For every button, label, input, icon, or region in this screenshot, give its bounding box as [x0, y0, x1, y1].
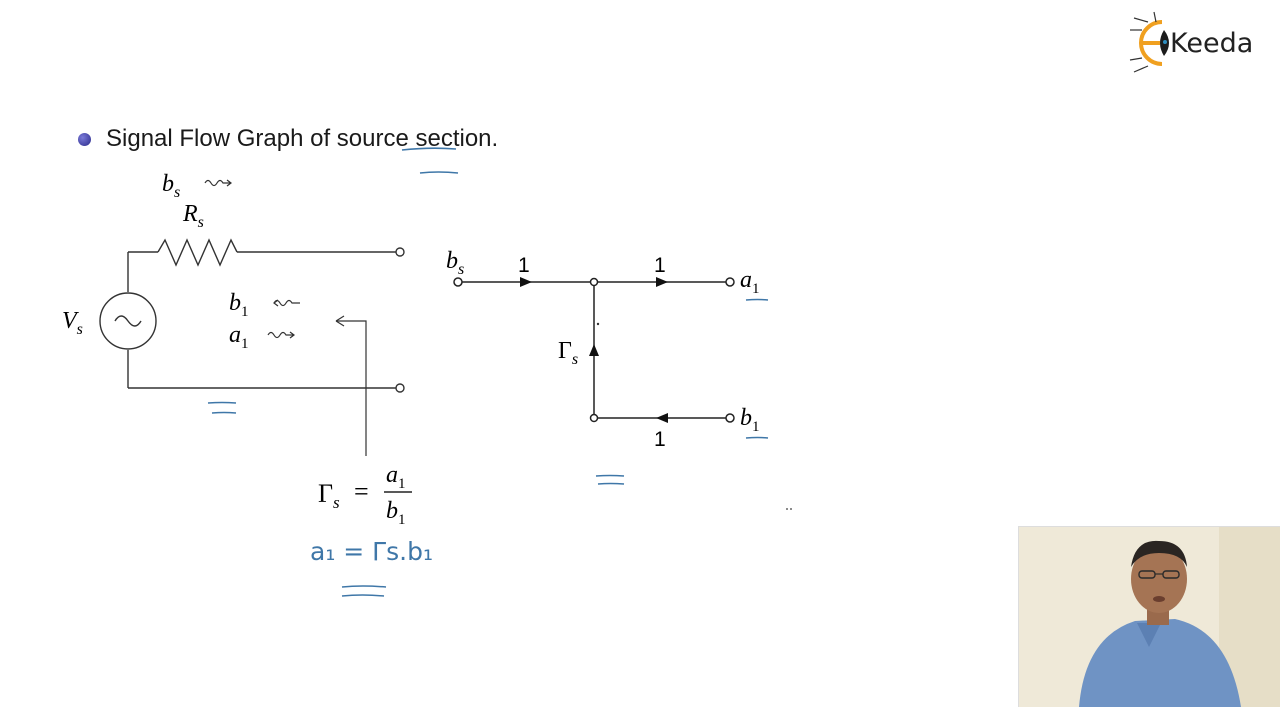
fraction-numerator: a1 — [386, 462, 406, 492]
node-a1 — [726, 278, 734, 286]
resistor-rs — [158, 240, 237, 265]
b1-label: b1 — [229, 290, 249, 320]
reflection-coefficient-formula: Γs = a1 b1 — [318, 462, 412, 528]
sfg-gain-top-right: 1 — [654, 254, 666, 277]
arrow-node-a1 — [656, 277, 668, 287]
sfg-gain-bottom: 1 — [654, 428, 666, 451]
presenter-webcam — [1018, 526, 1280, 707]
node-bs — [454, 278, 462, 286]
ink-dot — [597, 323, 599, 325]
node-bottom-junction — [591, 415, 598, 422]
arrow-bs-node — [520, 277, 532, 287]
presenter-icon — [1019, 527, 1280, 707]
sfg-gain-top-left: 1 — [518, 254, 530, 277]
sfg-gamma-label: Γs — [558, 338, 578, 368]
rs-label: Rs — [182, 201, 204, 231]
node-top-junction — [591, 279, 598, 286]
arrow-b1-node — [656, 413, 668, 423]
arrow-gamma — [589, 344, 599, 356]
terminal-top — [396, 248, 404, 256]
ink-dot — [786, 508, 788, 510]
source-circuit — [100, 240, 404, 456]
bs-label: bs — [162, 171, 180, 201]
equation-underline-annotation — [342, 586, 386, 596]
handwritten-equation: a₁ = Γs.b₁ — [310, 537, 433, 566]
wave-arrows — [205, 180, 300, 338]
a1-label: a1 — [229, 322, 249, 352]
ink-dot — [790, 508, 792, 510]
sfg-b1-label: b1 — [740, 405, 760, 435]
circuit-underline-annotation — [208, 403, 236, 414]
heading-underline-annotation — [402, 148, 458, 173]
terminal-bottom — [396, 384, 404, 392]
fraction-denominator: b1 — [386, 498, 406, 528]
vs-label: Vs — [62, 308, 83, 338]
sfg-bs-label: bs — [446, 248, 464, 278]
sfg-underline-annotations — [596, 300, 768, 485]
sfg-a1-label: a1 — [740, 267, 760, 297]
node-b1 — [726, 414, 734, 422]
gamma-symbol: Γs — [318, 479, 340, 512]
equals-sign: = — [354, 477, 369, 506]
signal-flow-graph — [454, 277, 734, 423]
